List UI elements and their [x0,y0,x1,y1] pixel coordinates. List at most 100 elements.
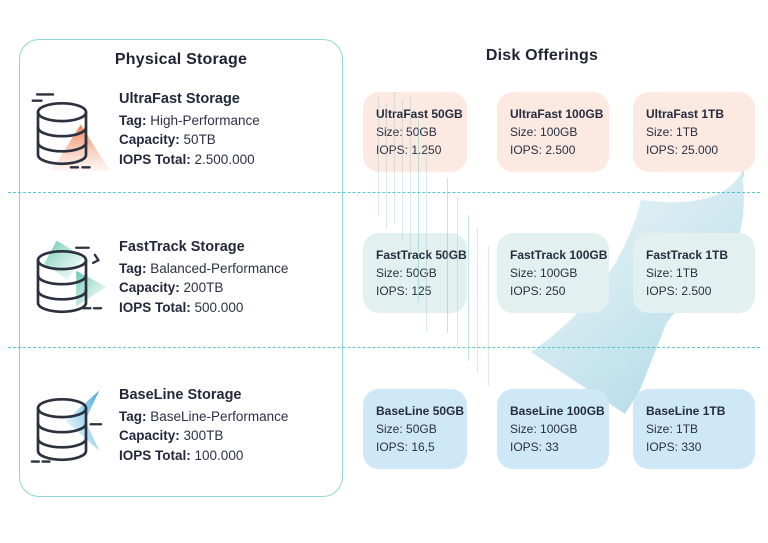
card-title: FastTrack 1TB [646,248,729,262]
database-ultrafast-icon [30,86,110,174]
tag-label: Tag: [119,409,147,425]
card-iops: IOPS: 250 [510,282,605,300]
card-size: Size: 1TB [646,420,751,438]
size-value: 50GB [406,266,437,281]
database-fasttrack-icon [30,234,110,322]
size-label: Size: [510,125,537,140]
iops-label: IOPS Total: [119,151,191,167]
offering-card-fasttrack-50gb: FastTrack 50GB Size: 50GB IOPS: 125 [363,233,467,313]
iops-label: IOPS Total: [119,447,191,463]
card-title: UltraFast 50GB [376,107,463,121]
offering-card-fasttrack-100gb: FastTrack 100GB Size: 100GB IOPS: 250 [497,233,609,313]
tier-tag: Tag: BaseLine-Performance [119,407,288,426]
card-title: BaseLine 1TB [646,404,726,418]
tag-value: Balanced-Performance [150,261,289,277]
iops-value: 330 [681,440,702,455]
iops-value: 250 [545,284,566,299]
capacity-label: Capacity: [119,132,180,148]
database-baseline-icon [30,382,110,470]
tier-name: UltraFast Storage [119,91,240,108]
iops-label: IOPS: [646,143,679,158]
card-title: BaseLine 50GB [376,404,465,418]
card-iops: IOPS: 33 [510,438,605,456]
iops-value: 33 [545,440,559,455]
offering-row-baseline: BaseLine 50GB Size: 50GB IOPS: 16,5 Base… [363,389,755,469]
size-label: Size: [646,422,673,437]
tier-fasttrack-text: FastTrack Storage Tag: Balanced-Performa… [119,239,288,316]
card-size: Size: 50GB [376,123,463,141]
tier-iops: IOPS Total: 100.000 [119,446,288,465]
card-size: Size: 100GB [510,123,605,141]
iops-label: IOPS: [376,284,409,299]
iops-label: IOPS: [646,284,679,299]
size-value: 1TB [676,125,699,140]
iops-label: IOPS: [510,440,543,455]
tier-capacity: Capacity: 200TB [119,278,288,297]
size-value: 100GB [540,266,578,281]
iops-value: 1.250 [411,143,442,158]
card-iops: IOPS: 25.000 [646,141,751,159]
size-label: Size: [376,125,403,140]
card-size: Size: 100GB [510,420,605,438]
iops-value: 16,5 [411,440,435,455]
capacity-value: 300TB [183,428,224,444]
tier-iops: IOPS Total: 500.000 [119,298,288,317]
card-size: Size: 1TB [646,264,751,282]
tag-value: High-Performance [150,113,260,129]
iops-label: IOPS: [646,440,679,455]
tier-fasttrack: FastTrack Storage Tag: Balanced-Performa… [30,234,288,322]
size-label: Size: [510,266,537,281]
size-label: Size: [646,125,673,140]
card-title: UltraFast 100GB [510,107,604,121]
iops-label: IOPS Total: [119,299,191,315]
size-value: 100GB [540,125,578,140]
capacity-value: 200TB [183,280,224,296]
tier-iops: IOPS Total: 2.500.000 [119,150,260,169]
offering-row-ultrafast: UltraFast 50GB Size: 50GB IOPS: 1.250 Ul… [363,92,755,172]
tier-baseline-text: BaseLine Storage Tag: BaseLine-Performan… [119,387,288,464]
disk-offerings-title: Disk Offerings [485,47,599,64]
tag-label: Tag: [119,113,147,129]
card-title: FastTrack 50GB [376,248,467,262]
iops-label: IOPS: [510,284,543,299]
tier-capacity: Capacity: 300TB [119,426,288,445]
iops-value: 2.500 [545,143,576,158]
tag-label: Tag: [119,261,147,277]
iops-value: 125 [411,284,432,299]
offering-card-ultrafast-100gb: UltraFast 100GB Size: 100GB IOPS: 2.500 [497,92,609,172]
tier-ultrafast-text: UltraFast Storage Tag: High-Performance … [119,91,260,168]
size-label: Size: [376,422,403,437]
card-title: FastTrack 100GB [510,248,608,262]
iops-value: 500.000 [194,299,244,315]
capacity-label: Capacity: [119,428,180,444]
offering-card-baseline-100gb: BaseLine 100GB Size: 100GB IOPS: 33 [497,389,609,469]
offering-card-fasttrack-1tb: FastTrack 1TB Size: 1TB IOPS: 2.500 [633,233,755,313]
iops-label: IOPS: [376,143,409,158]
offering-row-fasttrack: FastTrack 50GB Size: 50GB IOPS: 125 Fast… [363,233,755,313]
capacity-label: Capacity: [119,280,180,296]
iops-label: IOPS: [510,143,543,158]
iops-value: 2.500 [681,284,712,299]
tier-baseline: BaseLine Storage Tag: BaseLine-Performan… [30,382,288,470]
card-size: Size: 50GB [376,420,463,438]
offering-card-baseline-50gb: BaseLine 50GB Size: 50GB IOPS: 16,5 [363,389,467,469]
card-iops: IOPS: 1.250 [376,141,463,159]
size-label: Size: [376,266,403,281]
iops-value: 100.000 [194,447,244,463]
card-size: Size: 1TB [646,123,751,141]
tier-ultrafast: UltraFast Storage Tag: High-Performance … [30,86,260,174]
card-title: BaseLine 100GB [510,404,605,418]
size-value: 50GB [406,422,437,437]
iops-value: 2.500.000 [194,151,255,167]
offering-card-baseline-1tb: BaseLine 1TB Size: 1TB IOPS: 330 [633,389,755,469]
card-size: Size: 50GB [376,264,463,282]
tier-tag: Tag: Balanced-Performance [119,259,288,278]
size-value: 50GB [406,125,437,140]
offering-card-ultrafast-50gb: UltraFast 50GB Size: 50GB IOPS: 1.250 [363,92,467,172]
iops-value: 25.000 [681,143,719,158]
size-value: 1TB [676,266,699,281]
tier-capacity: Capacity: 50TB [119,130,260,149]
card-iops: IOPS: 2.500 [646,282,751,300]
size-value: 100GB [540,422,578,437]
